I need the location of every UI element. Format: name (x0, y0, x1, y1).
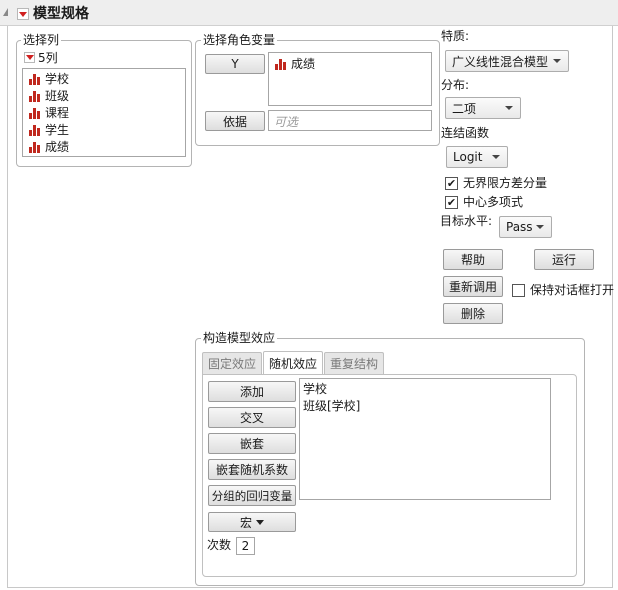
effect-item[interactable]: 班级[学校] (303, 399, 361, 413)
outline-collapse-icon[interactable] (3, 8, 8, 16)
column-item-5[interactable]: 成绩 (29, 138, 69, 155)
help-button[interactable]: 帮助 (443, 249, 503, 270)
cross-button[interactable]: 交叉 (208, 407, 296, 428)
column-item-3[interactable]: 课程 (29, 104, 69, 121)
continuous-column-icon (29, 141, 41, 153)
by-role-placeholder: 可选 (274, 115, 299, 129)
chevron-down-icon (505, 106, 513, 110)
keep-dialog-open-checkbox[interactable] (512, 284, 525, 297)
run-button[interactable]: 运行 (534, 249, 594, 270)
window-title: 模型规格 (33, 6, 89, 22)
column-item-4[interactable]: 学生 (29, 121, 69, 138)
target-level-label: 目标水平: (440, 214, 493, 228)
red-triangle-menu-icon[interactable] (17, 8, 29, 20)
construct-effects-label: 构造模型效应 (201, 331, 278, 345)
link-function-value: Logit (453, 150, 483, 164)
distribution-select[interactable]: 二项 (445, 97, 521, 119)
roles-label: 选择角色变量 (201, 33, 278, 47)
continuous-column-icon (29, 73, 41, 85)
add-button[interactable]: 添加 (208, 381, 296, 402)
column-name: 学校 (45, 72, 70, 86)
target-level-value: Pass (506, 220, 533, 234)
y-role-item[interactable]: 成绩 (275, 55, 315, 72)
tab-repeated-structure[interactable]: 重复结构 (324, 352, 384, 374)
tab-random-effects[interactable]: 随机效应 (263, 351, 323, 375)
select-columns-group (16, 40, 192, 167)
personality-value: 广义线性混合模型 (452, 54, 549, 69)
continuous-column-icon (29, 90, 41, 102)
continuous-column-icon (275, 58, 287, 70)
column-name: 课程 (45, 106, 70, 120)
remove-button[interactable]: 删除 (443, 303, 503, 324)
degree-label: 次数 (207, 538, 232, 552)
personality-label: 特质: (441, 29, 470, 43)
columns-menu-icon[interactable] (24, 52, 35, 63)
macros-label: 宏 (239, 515, 252, 530)
content-frame (7, 26, 613, 588)
y-role-list[interactable]: 成绩 (268, 52, 432, 106)
unbounded-variance-label: 无界限方差分量 (463, 176, 548, 190)
center-polynomials-label: 中心多项式 (463, 195, 524, 209)
by-role-field[interactable]: 可选 (268, 110, 432, 131)
column-count-label: 5列 (38, 51, 58, 65)
effects-list[interactable]: 学校 班级[学校] (299, 378, 551, 500)
y-role-button[interactable]: Y (205, 54, 265, 74)
macros-button[interactable]: 宏 (208, 512, 296, 532)
link-function-select[interactable]: Logit (446, 146, 508, 168)
chevron-down-icon (492, 155, 500, 159)
degree-input[interactable]: 2 (236, 537, 255, 555)
nest-random-coefficients-button[interactable]: 嵌套随机系数 (208, 459, 296, 480)
select-columns-label: 选择列 (21, 33, 62, 47)
continuous-column-icon (29, 107, 41, 119)
chevron-down-icon (553, 59, 561, 63)
effect-item[interactable]: 学校 (303, 382, 328, 396)
roles-group (195, 40, 440, 146)
column-name: 班级 (45, 89, 70, 103)
grouped-regressors-button[interactable]: 分组的回归变量 (208, 485, 296, 506)
construct-effects-group (195, 338, 585, 586)
title-bar (0, 0, 618, 26)
by-role-button[interactable]: 依据 (205, 111, 265, 131)
chevron-down-icon (536, 225, 544, 229)
distribution-value: 二项 (452, 101, 477, 116)
dropdown-arrow-icon (256, 519, 264, 525)
keep-dialog-open-label: 保持对话框打开 (530, 283, 615, 297)
tab-fixed-effects[interactable]: 固定效应 (202, 352, 262, 374)
center-polynomials-checkbox[interactable]: ✔ (445, 196, 458, 209)
column-item-2[interactable]: 班级 (29, 87, 69, 104)
link-function-label: 连结函数 (441, 126, 490, 140)
column-name: 学生 (45, 123, 70, 137)
y-role-value: 成绩 (291, 57, 316, 71)
personality-select[interactable]: 广义线性混合模型 (445, 50, 569, 72)
column-name: 成绩 (45, 140, 70, 154)
column-list[interactable]: 学校 班级 课程 学生 成绩 (22, 68, 186, 157)
target-level-select[interactable]: Pass (499, 216, 552, 238)
nest-button[interactable]: 嵌套 (208, 433, 296, 454)
column-item-1[interactable]: 学校 (29, 70, 69, 87)
continuous-column-icon (29, 124, 41, 136)
unbounded-variance-checkbox[interactable]: ✔ (445, 177, 458, 190)
recall-button[interactable]: 重新调用 (443, 276, 503, 297)
distribution-label: 分布: (441, 78, 470, 92)
